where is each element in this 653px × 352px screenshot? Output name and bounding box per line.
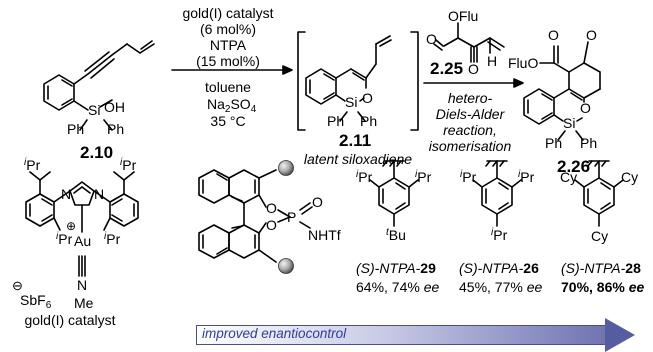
ipr-label: iPr — [415, 169, 432, 185]
compound-label-2-10: 2.10 — [80, 143, 113, 162]
si-label: Si — [563, 115, 575, 131]
n-label: N — [77, 277, 87, 293]
ntpa-26-result: 45%, 77% ee — [459, 279, 543, 295]
o-label: O — [266, 217, 277, 233]
o-label: O — [266, 200, 277, 216]
ntpa-28-result: 70%, 86% ee — [561, 279, 645, 295]
ipr-label: iPr — [518, 169, 535, 185]
ntpa-28-name: (S)-NTPA-28 — [561, 260, 641, 276]
ph-label: Ph — [580, 135, 597, 151]
gold-catalyst-structure — [25, 171, 139, 277]
o-label: O — [362, 90, 373, 106]
nhtf-label: NHTf — [308, 227, 341, 243]
compound-label-2-26: 2.26 — [557, 157, 590, 176]
ipr-label: iPr — [491, 227, 508, 243]
tbu-label: tBu — [386, 227, 406, 243]
si-label: Si — [345, 94, 357, 110]
cy-label: Cy — [560, 169, 577, 185]
o-label: O — [468, 61, 479, 77]
arrow-head-icon — [605, 318, 635, 352]
ph-label: Ph — [67, 121, 84, 137]
ph-label: Ph — [545, 135, 562, 151]
ipr-label: iPr — [104, 231, 121, 247]
o-label: O — [548, 27, 559, 43]
step2-label-isomerisation: isomerisation — [429, 138, 512, 154]
step2-label-hetero: hetero- — [448, 90, 493, 106]
me-label: Me — [74, 295, 94, 311]
compound-2-26-structure — [523, 41, 601, 141]
ntpa-29-aryl — [369, 160, 419, 227]
n-label: N — [61, 186, 71, 202]
ph-label: Ph — [327, 113, 344, 129]
o-label: O — [586, 27, 597, 43]
compound-2-25-structure — [433, 22, 505, 63]
condition-solvent: toluene — [205, 79, 251, 95]
au-label: Au — [74, 233, 91, 249]
ntpa-26-name: (S)-NTPA-26 — [459, 260, 539, 276]
sphere-substituent-bottom — [278, 258, 294, 274]
ntpa-28-aryl — [574, 160, 624, 227]
compound-2-11-structure — [305, 35, 392, 122]
fluo-label: FluO — [508, 55, 538, 71]
minus-charge: ⊖ — [12, 278, 23, 293]
ph-label: Ph — [360, 113, 377, 129]
condition-ntpa: NTPA — [210, 37, 247, 53]
condition-additive: Na2SO4 — [207, 96, 257, 115]
condition-temperature: 35 °C — [210, 113, 245, 129]
ntpa-26-aryl — [472, 160, 522, 227]
improved-enantiocontrol-label: improved enantiocontrol — [202, 326, 347, 341]
latent-siloxadiene-label: latent siloxadiene — [304, 151, 412, 167]
sphere-substituent-top — [278, 160, 294, 176]
compound-label-2-11: 2.11 — [339, 131, 371, 150]
plus-charge: ⊕ — [66, 219, 76, 233]
gold-catalyst-label: gold(I) catalyst — [24, 312, 115, 328]
ipr-label: iPr — [56, 231, 73, 247]
ph-label: Ph — [107, 121, 124, 137]
sbf6-label: SbF6 — [20, 292, 52, 311]
condition-catalyst: gold(I) catalyst — [182, 5, 273, 21]
n-label: N — [94, 186, 104, 202]
oflu-label: OFlu — [448, 8, 478, 24]
o-label: O — [312, 194, 323, 210]
ntpa-29-name: (S)-NTPA-29 — [356, 260, 436, 276]
cy-label: Cy — [591, 228, 608, 244]
ipr-label: iPr — [356, 169, 373, 185]
step2-label-reaction: reaction, — [443, 122, 497, 138]
condition-catalyst-loading: (6 mol%) — [200, 21, 256, 37]
cy-label: Cy — [621, 169, 638, 185]
h-label: H — [487, 53, 497, 69]
ipr-label: iPr — [460, 169, 477, 185]
si-label: Si — [88, 102, 100, 118]
ipr-label: iPr — [120, 157, 137, 173]
compound-2-10-structure — [43, 40, 155, 131]
improved-enantiocontrol-arrow — [196, 325, 607, 345]
compound-label-2-25: 2.25 — [430, 59, 463, 78]
condition-ntpa-loading: (15 mol%) — [196, 53, 260, 69]
o-label: O — [426, 31, 437, 47]
p-label: P — [287, 209, 296, 225]
binol-ntpa-core — [198, 169, 313, 263]
ntpa-29-result: 64%, 74% ee — [356, 279, 440, 295]
step2-label-diels-alder: Diels-Alder — [436, 106, 506, 122]
o-label: O — [580, 100, 591, 116]
ipr-label: iPr — [24, 157, 41, 173]
oh-label: OH — [104, 99, 125, 115]
